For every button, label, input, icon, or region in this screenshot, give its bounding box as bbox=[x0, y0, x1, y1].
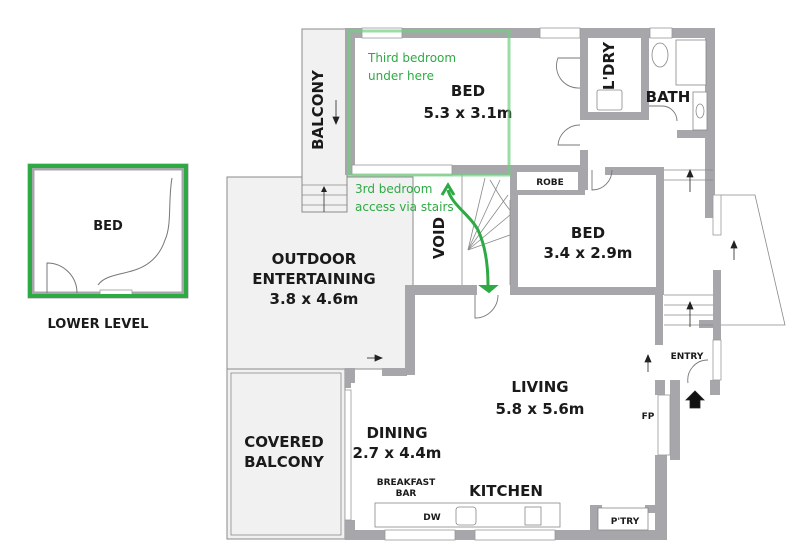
windows bbox=[344, 27, 722, 541]
laundry-label: L'DRY bbox=[600, 41, 618, 90]
door-swings bbox=[474, 57, 709, 384]
outdoor-areas bbox=[226, 28, 414, 540]
green-arrow-tail-icon bbox=[478, 285, 499, 294]
outdoor-label-2: ENTERTAINING bbox=[252, 270, 375, 288]
fireplace-label: FP bbox=[642, 412, 655, 422]
annotation-third-bedroom-2: under here bbox=[368, 69, 434, 83]
lower-level-highlight bbox=[28, 164, 188, 298]
annotation-third-bedroom-1: Third bedroom bbox=[367, 51, 456, 65]
living-size: 5.8 x 5.6m bbox=[496, 400, 585, 418]
breakfast-bar-label-1: BREAKFAST bbox=[377, 478, 436, 488]
third-bedroom-highlight bbox=[347, 29, 511, 177]
dining-size: 2.7 x 4.4m bbox=[353, 444, 442, 462]
upper-bed-label: BED bbox=[451, 82, 485, 100]
mid-bed-size: 3.4 x 2.9m bbox=[544, 244, 633, 262]
annotation-access-1: 3rd bedroom bbox=[355, 182, 432, 196]
lower-bed-label: BED bbox=[93, 219, 123, 234]
outdoor-size: 3.8 x 4.6m bbox=[270, 290, 359, 308]
green-arrow-path bbox=[446, 189, 490, 286]
covered-balcony-label-1: COVERED bbox=[244, 433, 323, 451]
bath-label: BATH bbox=[646, 88, 691, 106]
living-label: LIVING bbox=[511, 378, 568, 396]
dining-label: DINING bbox=[366, 424, 427, 442]
void-label: VOID bbox=[430, 217, 448, 259]
mid-bed-label: BED bbox=[571, 224, 605, 242]
dishwasher-label: DW bbox=[423, 513, 440, 523]
fixtures bbox=[374, 39, 708, 531]
entry-stairs bbox=[664, 169, 786, 326]
staircase bbox=[461, 175, 511, 285]
covered-balcony-label-2: BALCONY bbox=[244, 453, 325, 471]
breakfast-bar-label-2: BAR bbox=[396, 489, 417, 499]
balcony-label: BALCONY bbox=[309, 69, 327, 150]
lower-level-caption: LOWER LEVEL bbox=[47, 317, 148, 332]
annotation-access-2: access via stairs bbox=[355, 200, 454, 214]
green-arrow-head-icon bbox=[440, 182, 456, 196]
lower-level-plan: BED LOWER LEVEL bbox=[27, 163, 189, 332]
entry-label: ENTRY bbox=[671, 352, 704, 362]
outdoor-label-1: OUTDOOR bbox=[272, 250, 357, 268]
annotation-overlay: Third bedroom under here 3rd bedroom acc… bbox=[347, 29, 511, 294]
robe-label: ROBE bbox=[536, 178, 564, 188]
direction-arrows bbox=[332, 100, 738, 409]
kitchen-label: KITCHEN bbox=[469, 482, 543, 500]
pantry-label: P'TRY bbox=[611, 517, 640, 527]
upper-bed-size: 5.3 x 3.1m bbox=[424, 104, 513, 122]
